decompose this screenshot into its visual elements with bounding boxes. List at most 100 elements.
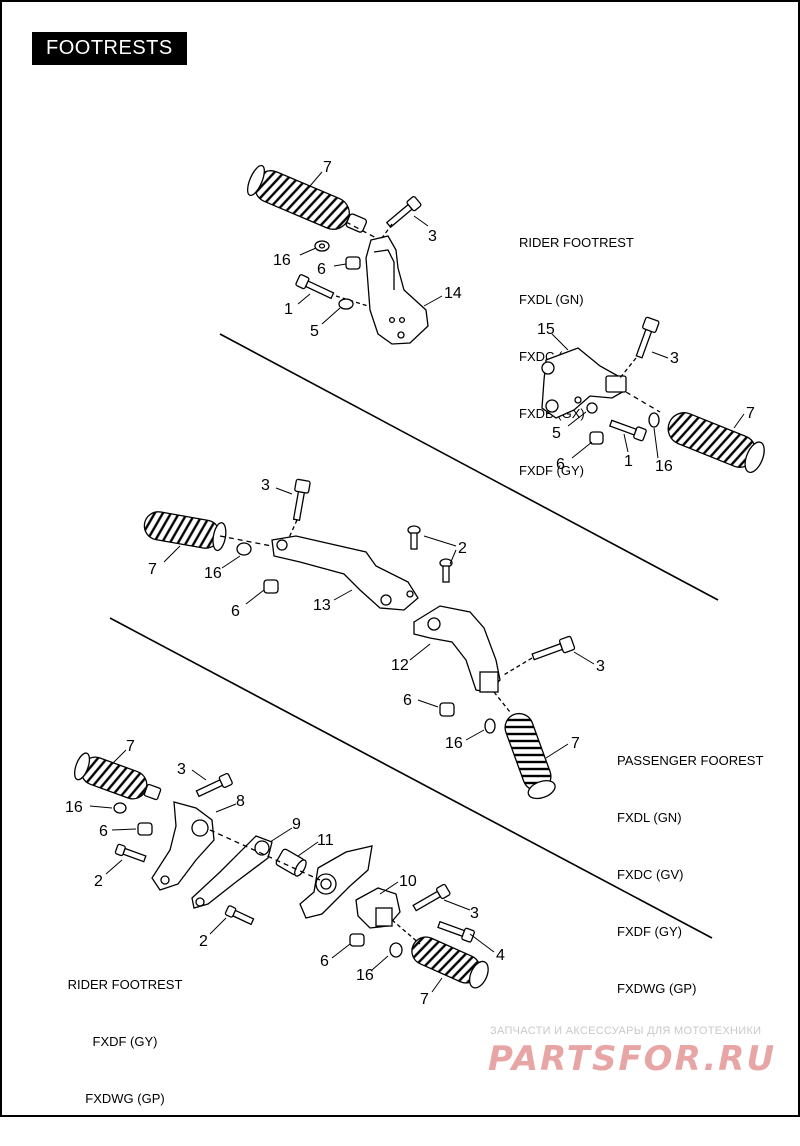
callout-label: 6 — [99, 823, 108, 840]
nut-6-middle — [263, 579, 279, 594]
footpeg-middle — [143, 511, 227, 552]
assembly-line — [345, 221, 381, 241]
bracket-15 — [541, 347, 627, 419]
callout-label: 3 — [470, 905, 479, 922]
callouts-middle: 3 2 7 16 6 13 12 3 6 16 7 — [148, 477, 605, 752]
caption-line: RIDER FOOTREST — [67, 977, 183, 992]
section-divider — [219, 333, 719, 601]
callout-label: 9 — [292, 816, 301, 833]
assembly-line — [619, 357, 637, 379]
callout-label: 5 — [552, 425, 561, 442]
washer-16-bottom — [113, 802, 127, 814]
callout-label: 16 — [204, 565, 222, 582]
callout-label: 3 — [670, 350, 679, 367]
diagram-frame: FOOTRESTS RIDER FOOTREST FXDL (GN) FXDC … — [0, 0, 800, 1117]
callouts-top: 7 3 16 6 1 5 14 — [273, 159, 462, 340]
bolt-1-top — [295, 274, 335, 300]
screw-2-bottom — [114, 843, 147, 863]
callout-label: 13 — [313, 597, 331, 614]
screw-2-middle-b — [439, 558, 453, 583]
leader-lines — [89, 171, 745, 993]
caption-line: FXDWG (GP) — [85, 1091, 165, 1106]
footpeg-bottom-left — [74, 752, 162, 801]
washer-16-top — [314, 240, 330, 252]
footpeg-middle-right — [504, 712, 556, 800]
caption-line: FXDF (GY) — [92, 1034, 158, 1049]
nut-6-bottom — [137, 822, 153, 836]
assembly-line — [625, 391, 661, 413]
assembly-line — [493, 691, 511, 713]
caption-line: FXDC (GV) — [617, 867, 684, 882]
caption-line: FXDF (GY) — [617, 924, 682, 939]
screw-2-bottom-b — [224, 905, 255, 926]
section-divider — [109, 617, 713, 939]
caption-line: FXDF (GY) — [519, 463, 584, 478]
watermark-logo: PARTSFOR.RU — [488, 1039, 776, 1079]
caption-line: RIDER FOOTREST — [519, 235, 634, 250]
bolt-3-right — [635, 316, 660, 359]
bolt-3-middle-right — [531, 635, 576, 661]
callout-label: 7 — [148, 561, 157, 578]
callout-label: 7 — [571, 735, 580, 752]
washer-5-top — [338, 298, 354, 310]
assembly-line — [381, 223, 393, 239]
callout-label: 6 — [556, 456, 565, 473]
bolt-3-bottom — [412, 883, 451, 912]
watermark: ЗАПЧАСТИ И АКСЕССУАРЫ ДЛЯ МОТОТЕХНИКИ PA… — [488, 1025, 776, 1079]
callout-label: 7 — [420, 991, 429, 1008]
callout-label: 8 — [236, 793, 245, 810]
washer-16-bottom-right — [389, 942, 403, 958]
bolt-3-middle — [292, 478, 311, 521]
callout-label: 2 — [199, 933, 208, 950]
callout-label: 1 — [624, 453, 633, 470]
callout-label: 16 — [655, 458, 673, 475]
callout-label: 5 — [310, 323, 319, 340]
washer-16-right — [648, 412, 660, 428]
callout-label: 6 — [317, 261, 326, 278]
callout-label: 7 — [323, 159, 332, 176]
nut-6-bottom-right — [349, 933, 365, 947]
washer-16-middle-right — [484, 718, 496, 734]
assembly-line — [501, 657, 533, 677]
arm-13 — [271, 535, 419, 611]
callout-label: 16 — [273, 252, 291, 269]
screw-2-middle-a — [407, 525, 421, 550]
callout-label: 3 — [177, 761, 186, 778]
callout-label: 3 — [428, 228, 437, 245]
bracket-14 — [365, 235, 429, 345]
callout-label: 4 — [496, 947, 505, 964]
caption-line: PASSENGER FOOREST — [617, 753, 764, 768]
caption-line: FXDWG (GP) — [617, 981, 697, 996]
page-title: FOOTRESTS — [32, 32, 187, 65]
callout-label: 6 — [320, 953, 329, 970]
bolt-4-bottom — [437, 920, 475, 943]
callout-label: 16 — [445, 735, 463, 752]
nut-6-right — [589, 431, 604, 445]
callouts-bottom: 7 3 8 16 6 2 9 11 10 2 3 4 6 16 7 — [65, 738, 505, 1008]
callout-label: 7 — [126, 738, 135, 755]
nut-6-middle-right — [439, 702, 455, 717]
callout-label: 10 — [399, 873, 417, 890]
callout-label: 2 — [458, 540, 467, 557]
callout-label: 16 — [356, 967, 374, 984]
callouts-right: 15 3 7 5 6 1 16 — [537, 321, 755, 475]
assembly-line — [219, 535, 283, 549]
callout-label: 6 — [231, 603, 240, 620]
parts-diagram: 7 3 16 6 1 5 14 15 3 7 5 6 1 16 3 2 7 16… — [65, 159, 776, 1079]
arm-8 — [151, 801, 215, 891]
callout-label: 3 — [596, 658, 605, 675]
washer-5-right — [586, 402, 598, 414]
caption-rider-footrest-bottom: RIDER FOOTREST FXDF (GY) FXDWG (GP) — [60, 937, 190, 1146]
footpeg-right — [667, 412, 765, 474]
clevis-10 — [355, 887, 401, 929]
callout-label: 2 — [94, 873, 103, 890]
footpeg-bottom-right — [411, 936, 489, 989]
bracket-12 — [413, 605, 501, 693]
footpeg-top — [246, 164, 368, 233]
watermark-tagline: ЗАПЧАСТИ И АКСЕССУАРЫ ДЛЯ МОТОТЕХНИКИ — [490, 1025, 761, 1037]
callout-label: 15 — [537, 321, 555, 338]
caption-passenger-footrest: PASSENGER FOOREST FXDL (GN) FXDC (GV) FX… — [617, 713, 763, 1036]
callout-label: 6 — [403, 692, 412, 709]
caption-line: FXDL (GN) — [617, 810, 682, 825]
bolt-3-bottom-left — [195, 772, 233, 798]
